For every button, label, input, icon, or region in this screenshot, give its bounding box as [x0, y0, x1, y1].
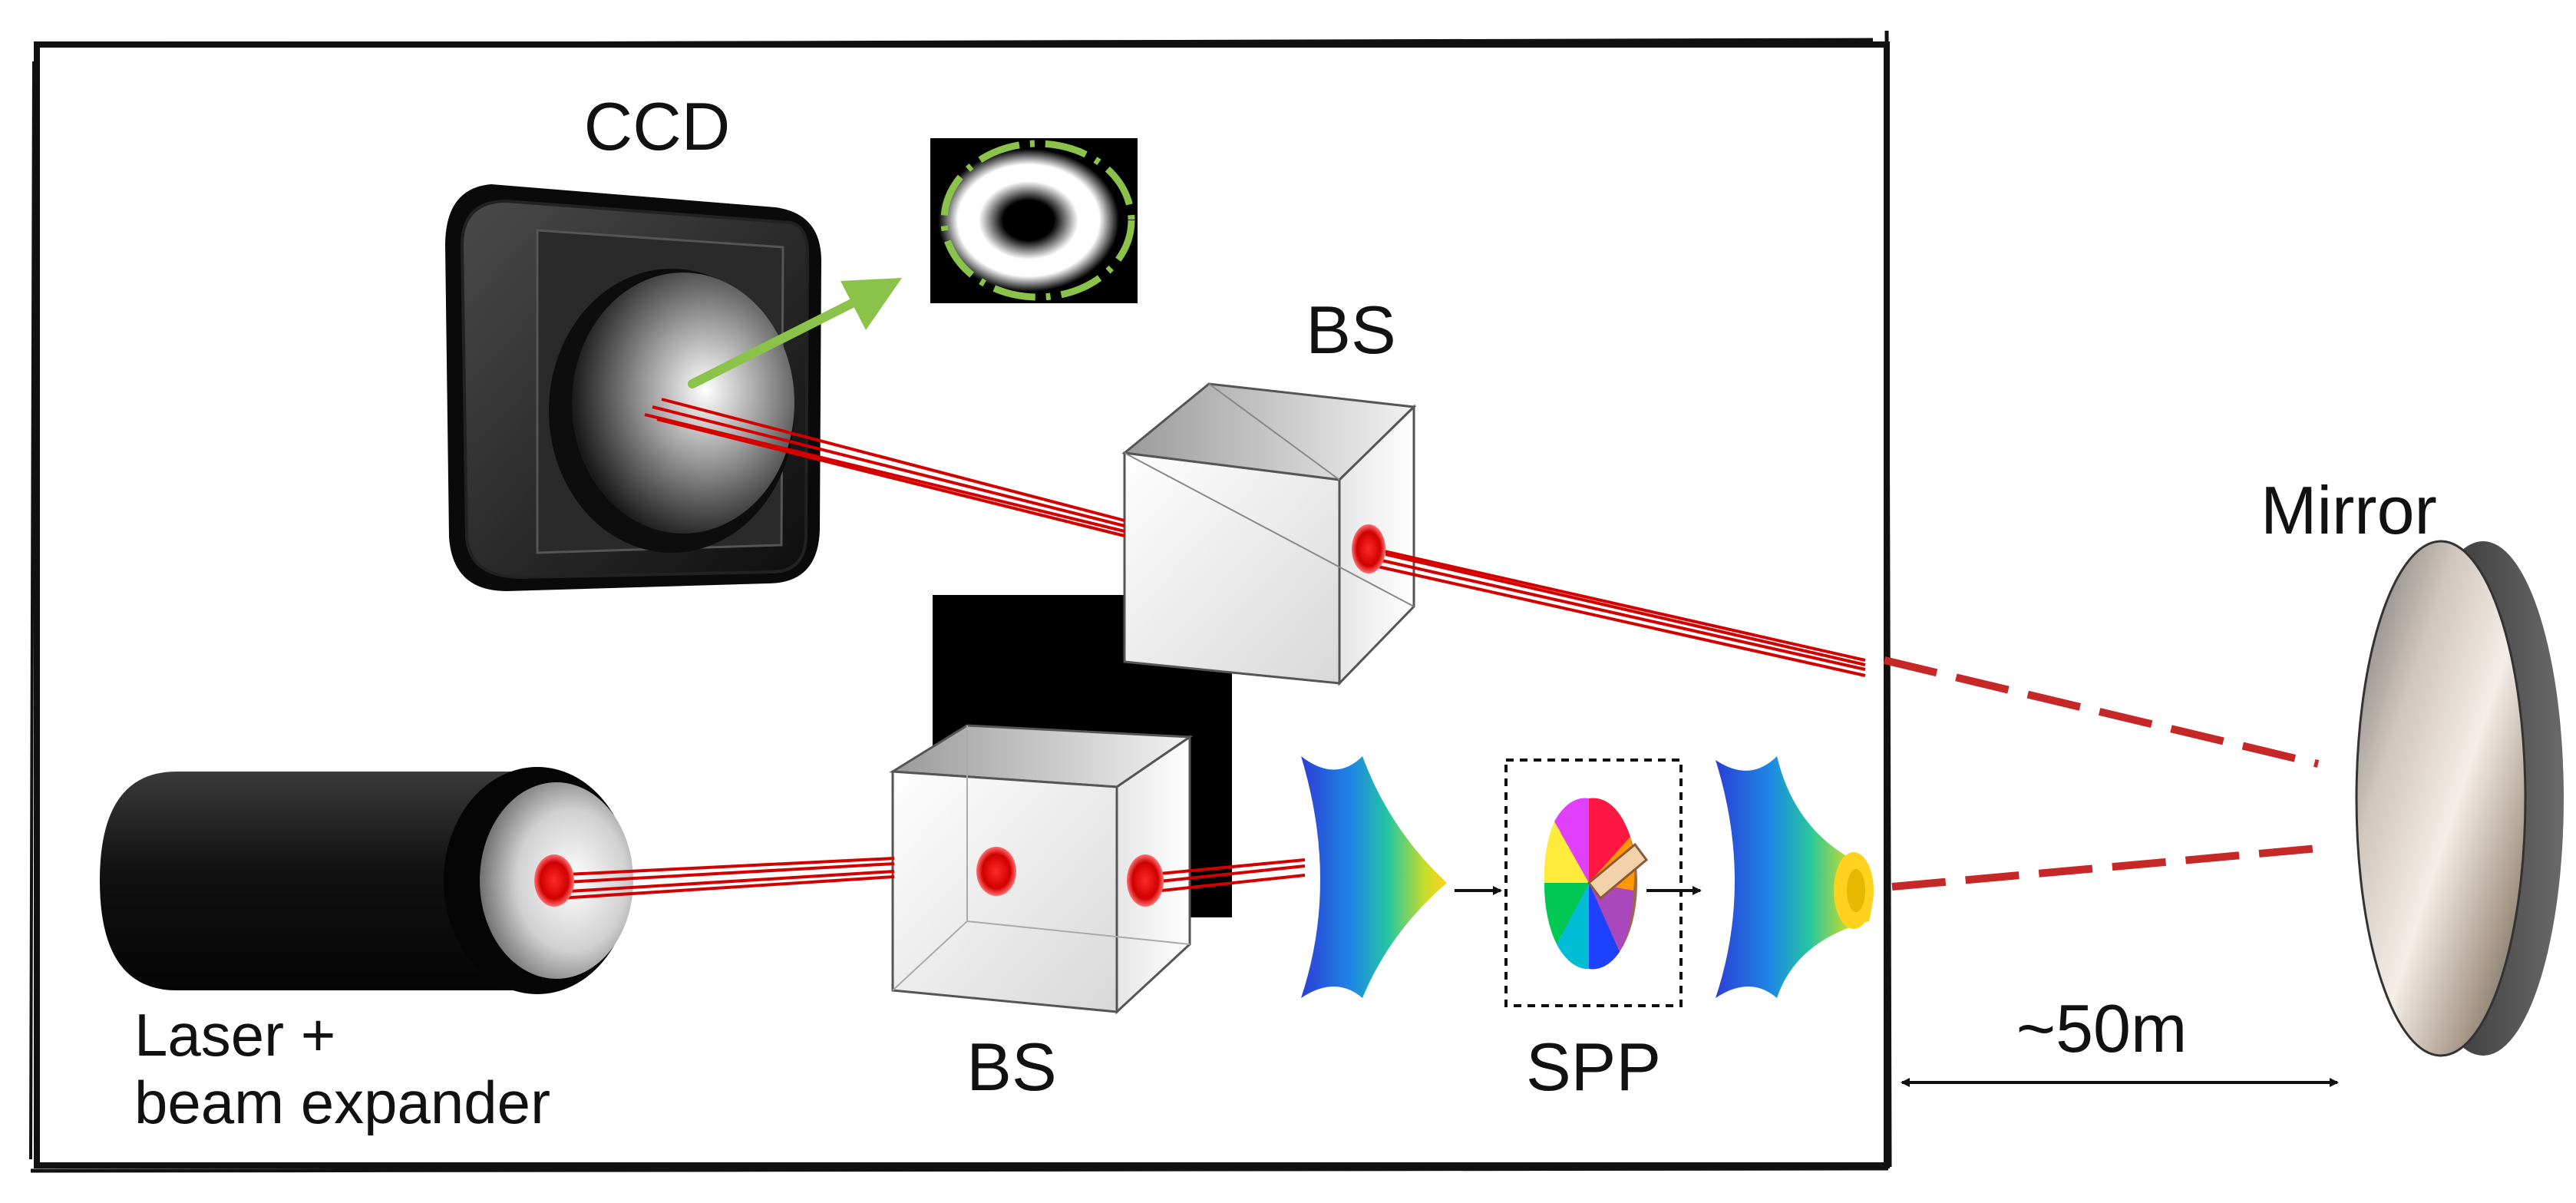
distance-label: ~50m: [2016, 990, 2188, 1066]
laser-beams: [550, 398, 1866, 900]
bs-top-label: BS: [1306, 292, 1395, 368]
bs-bottom-label: BS: [966, 1029, 1056, 1105]
beam-splitter-top: [1121, 382, 1417, 686]
green-pointer-arrow: [688, 278, 902, 388]
spp-label: SPP: [1526, 1029, 1661, 1105]
mirror-label: Mirror: [2261, 472, 2437, 548]
round-mirror-icon: [2355, 540, 2564, 1057]
beam-spots: [534, 524, 1385, 907]
ccd-camera-icon: [445, 184, 821, 591]
laser-label-line2: beam expander: [134, 1069, 550, 1136]
gaussian-wavefront: [1301, 756, 1447, 998]
free-space-beams: [1883, 656, 2320, 891]
vortex-wavefront: [1716, 756, 1874, 998]
ccd-label: CCD: [584, 88, 731, 164]
laser-label-line1: Laser +: [134, 1001, 335, 1069]
donut-beam-image: [930, 138, 1138, 303]
optical-table-frame: [29, 30, 1892, 1173]
spiral-phase-plate-icon: [1504, 758, 1683, 1007]
